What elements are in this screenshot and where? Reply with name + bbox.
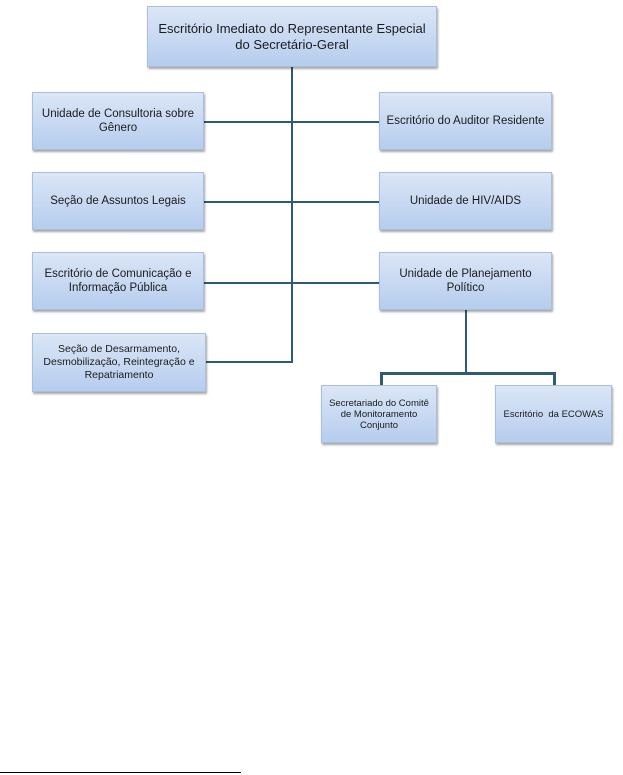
connector-sub-bar	[380, 372, 556, 375]
org-box-label: Unidade de Planejamento Político	[399, 268, 532, 294]
footnote-rule	[0, 772, 241, 773]
connector-sub-left	[380, 372, 383, 385]
org-box-consultoria-genero: Unidade de Consultoria sobre Gênero	[32, 92, 204, 150]
org-box-label: Seção de Assuntos Legais	[50, 195, 186, 207]
org-box-label: Escritório de Comunicação e Informação P…	[44, 268, 192, 294]
org-box-label: Seção de Desarmamento, Desmobilização, R…	[43, 343, 195, 381]
org-box-assuntos-legais: Seção de Assuntos Legais	[32, 172, 204, 230]
connector-row-1	[204, 121, 379, 123]
org-box-comunicacao: Escritório de Comunicação e Informação P…	[32, 252, 204, 310]
connector-row-3	[204, 282, 379, 284]
org-box-label: Secretariado do Comitê de Monitoramento …	[329, 397, 429, 431]
org-box-comite-monitoramento: Secretariado do Comitê de Monitoramento …	[321, 385, 437, 443]
org-box-desarmamento: Seção de Desarmamento, Desmobilização, R…	[32, 333, 206, 392]
connector-row-2	[204, 201, 379, 203]
org-box-planejamento: Unidade de Planejamento Político	[379, 252, 552, 310]
connector-sub-right	[553, 372, 556, 385]
org-box-ecowas: Escritório da ECOWAS	[495, 385, 612, 443]
org-box-label: Escritório da ECOWAS	[503, 408, 604, 420]
org-box-hiv-aids: Unidade de HIV/AIDS	[379, 172, 552, 230]
org-box-auditor: Escritório do Auditor Residente	[379, 92, 552, 150]
connector-trunk	[291, 67, 293, 363]
org-box-label: Unidade de HIV/AIDS	[409, 195, 522, 207]
org-box-label: Escritório Imediato do Representante Esp…	[158, 20, 426, 52]
connector-planejamento-down	[465, 310, 467, 374]
connector-row-4	[204, 361, 293, 363]
org-box-label: Escritório do Auditor Residente	[386, 115, 545, 127]
org-box-label: Unidade de Consultoria sobre Gênero	[41, 108, 195, 134]
org-box-root: Escritório Imediato do Representante Esp…	[147, 6, 437, 67]
